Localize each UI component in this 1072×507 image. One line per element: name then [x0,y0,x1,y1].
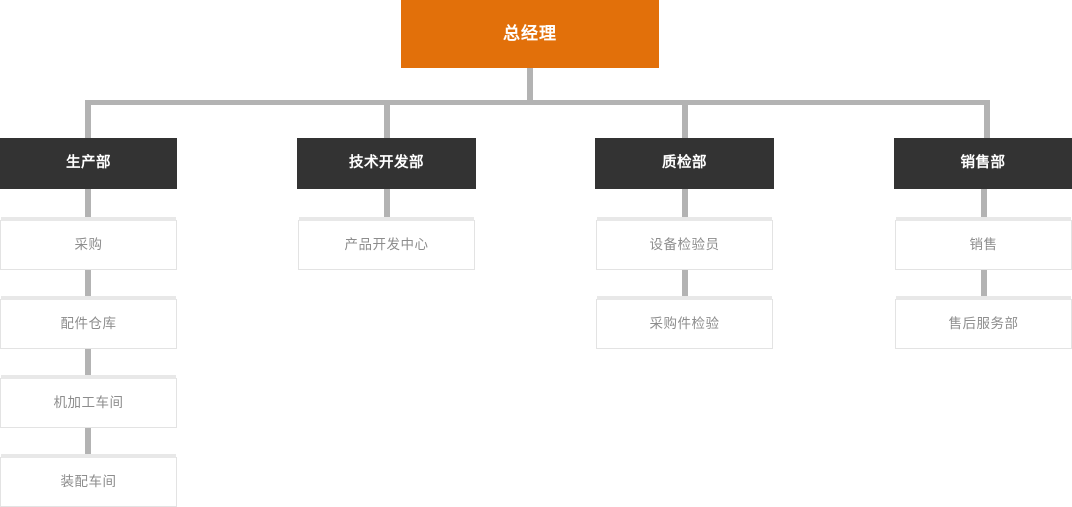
connector-root-stem [527,68,533,105]
node-label: 总经理 [503,23,557,44]
connector-b2-c1 [384,189,390,221]
node-label: 装配车间 [60,473,117,490]
node-leaf-assembly-workshop[interactable]: 装配车间 [0,454,177,507]
node-label: 技术开发部 [349,154,424,171]
node-dept-technology-development[interactable]: 技术开发部 [297,138,476,189]
connector-b1-c2 [85,270,91,299]
connector-b4-c2 [981,270,987,299]
node-dept-quality-inspection[interactable]: 质检部 [595,138,774,189]
node-label: 生产部 [66,154,111,171]
node-label: 售后服务部 [948,315,1019,332]
node-dept-sales[interactable]: 销售部 [894,138,1072,189]
node-label: 机加工车间 [53,394,124,411]
node-leaf-procurement[interactable]: 采购 [0,217,177,270]
connector-b3-c1 [682,189,688,221]
node-leaf-equipment-inspector[interactable]: 设备检验员 [596,217,773,270]
node-label: 产品开发中心 [344,236,429,253]
node-label: 采购件检验 [649,315,720,332]
node-leaf-parts-warehouse[interactable]: 配件仓库 [0,296,177,349]
connector-b3-c2 [682,270,688,299]
connector-drop-branch-3 [682,100,688,138]
node-label: 配件仓库 [60,315,117,332]
connector-b1-c3 [85,349,91,378]
connector-drop-branch-1 [85,100,91,138]
node-label: 销售部 [960,154,1006,171]
node-label: 设备检验员 [649,236,720,253]
node-label: 采购 [74,236,103,253]
node-leaf-product-development-center[interactable]: 产品开发中心 [298,217,475,270]
connector-b1-c1 [85,189,91,221]
node-leaf-sales[interactable]: 销售 [895,217,1072,270]
connector-b1-c4 [85,428,91,457]
node-label: 质检部 [662,154,707,171]
connector-bus-horizontal [85,100,990,105]
node-leaf-purchased-parts-inspection[interactable]: 采购件检验 [596,296,773,349]
connector-drop-branch-4 [984,100,990,138]
node-leaf-after-sales-service[interactable]: 售后服务部 [895,296,1072,349]
node-dept-production[interactable]: 生产部 [0,138,177,189]
node-label: 销售 [969,236,998,253]
connector-b4-c1 [981,189,987,221]
connector-drop-branch-2 [384,100,390,138]
node-root-general-manager[interactable]: 总经理 [401,0,659,68]
node-leaf-machining-workshop[interactable]: 机加工车间 [0,375,177,428]
